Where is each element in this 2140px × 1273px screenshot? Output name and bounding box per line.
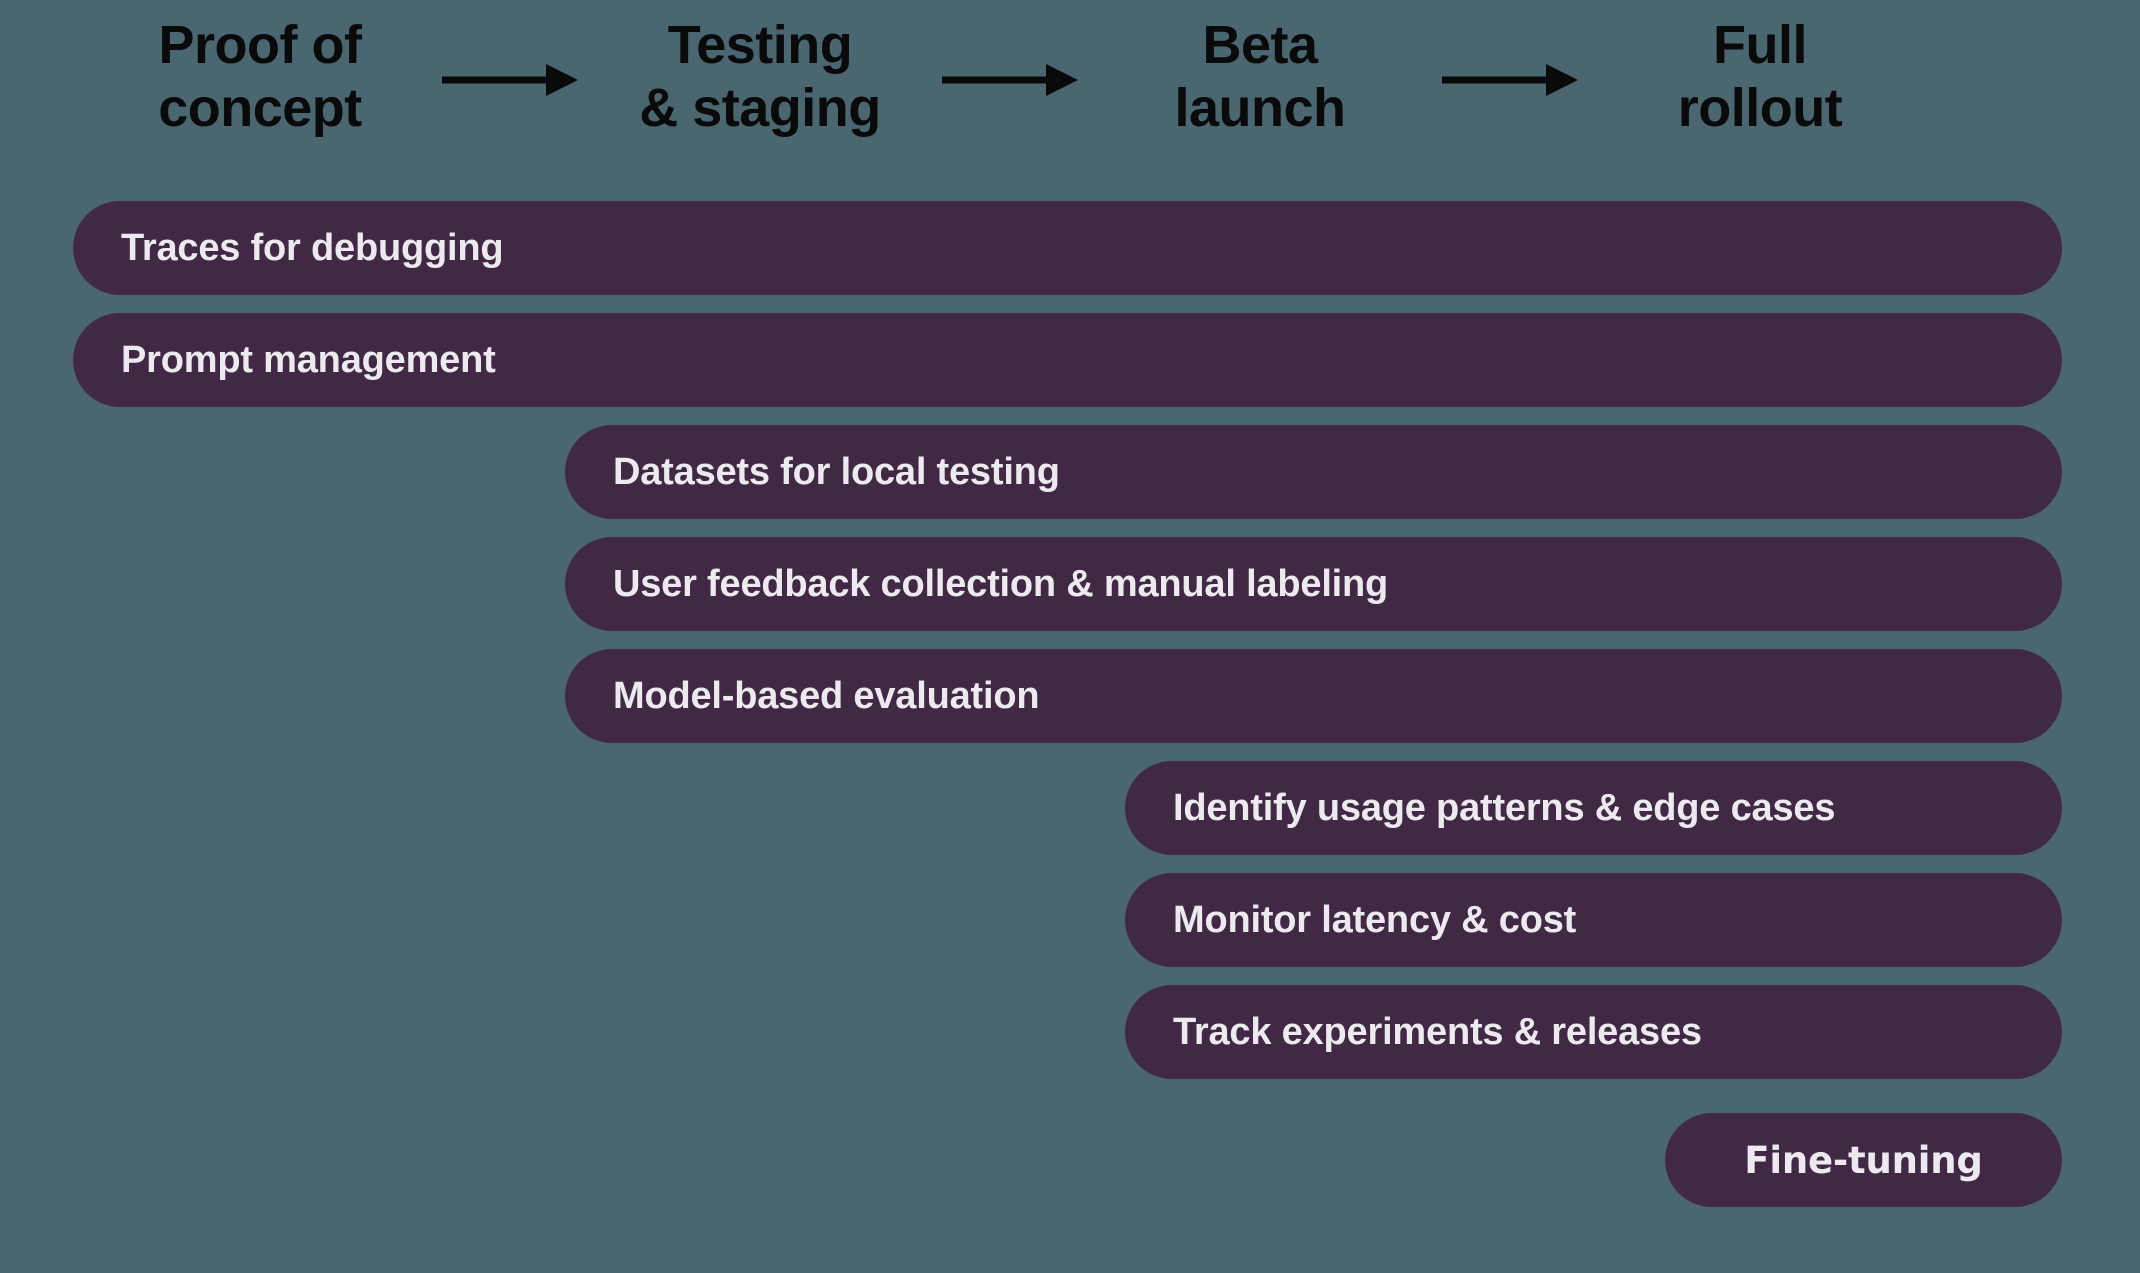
capability-bar[interactable]: User feedback collection & manual labeli… (565, 537, 2062, 631)
arrow-right-icon (940, 60, 1080, 100)
capability-bar-label: Monitor latency & cost (1173, 898, 1577, 941)
stage-label-full-rollout: Full rollout (1677, 15, 1843, 139)
capability-bar[interactable]: Model-based evaluation (565, 649, 2062, 743)
capability-bar-label: User feedback collection & manual labeli… (613, 562, 1389, 605)
arrow-right-icon (1440, 60, 1580, 100)
capability-bar[interactable]: Prompt management (73, 313, 2062, 407)
stage-arrow-2 (910, 0, 1110, 160)
stage-label-testing-and-staging: Testing & staging (639, 15, 881, 139)
stage-header: Proof of concept Testing & staging Beta … (0, 0, 2140, 185)
capability-bar[interactable]: Monitor latency & cost (1125, 873, 2062, 967)
stage-arrow-1 (410, 0, 610, 160)
stage-label-proof-of-concept: Proof of concept (158, 15, 362, 139)
capability-bar-label: Datasets for local testing (613, 450, 1060, 493)
capability-bar[interactable]: Datasets for local testing (565, 425, 2062, 519)
capability-bar-label: Identify usage patterns & edge cases (1173, 786, 1836, 829)
stage-label-beta-launch: Beta launch (1174, 15, 1346, 139)
capability-bar-label: Model-based evaluation (613, 674, 1040, 717)
capability-bar[interactable]: Identify usage patterns & edge cases (1125, 761, 2062, 855)
capability-bar-label: Prompt management (121, 338, 496, 381)
capability-bar-label: Traces for debugging (121, 226, 504, 269)
capability-bar[interactable]: Track experiments & releases (1125, 985, 2062, 1079)
capability-bar-label: Track experiments & releases (1173, 1010, 1702, 1053)
capability-bar[interactable]: Fine-tuning (1665, 1113, 2062, 1207)
stage-arrow-3 (1410, 0, 1610, 160)
capability-bar[interactable]: Traces for debugging (73, 201, 2062, 295)
capability-bar-label: Fine-tuning (1744, 1138, 1983, 1182)
arrow-right-icon (440, 60, 580, 100)
